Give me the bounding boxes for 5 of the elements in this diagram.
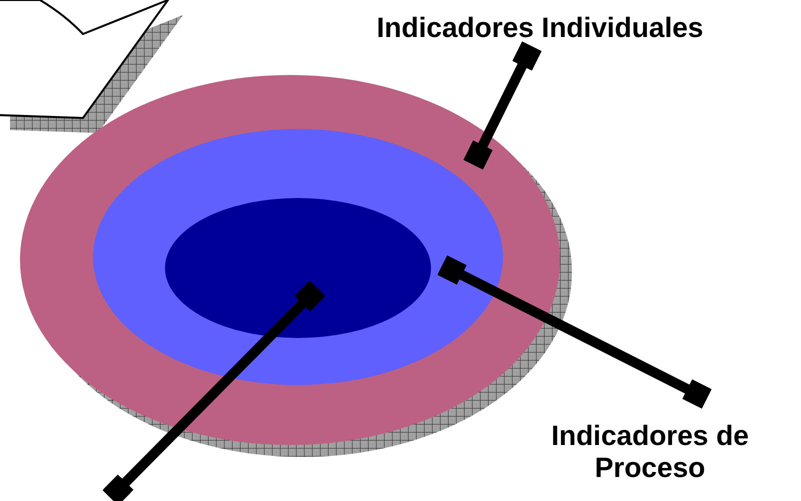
label-text: Indicadores Individuales [310,12,770,48]
leader-line [102,280,326,501]
label-text: Indicadores de Proceso [515,420,785,490]
leader-line [463,41,542,170]
leader-line [437,255,712,409]
